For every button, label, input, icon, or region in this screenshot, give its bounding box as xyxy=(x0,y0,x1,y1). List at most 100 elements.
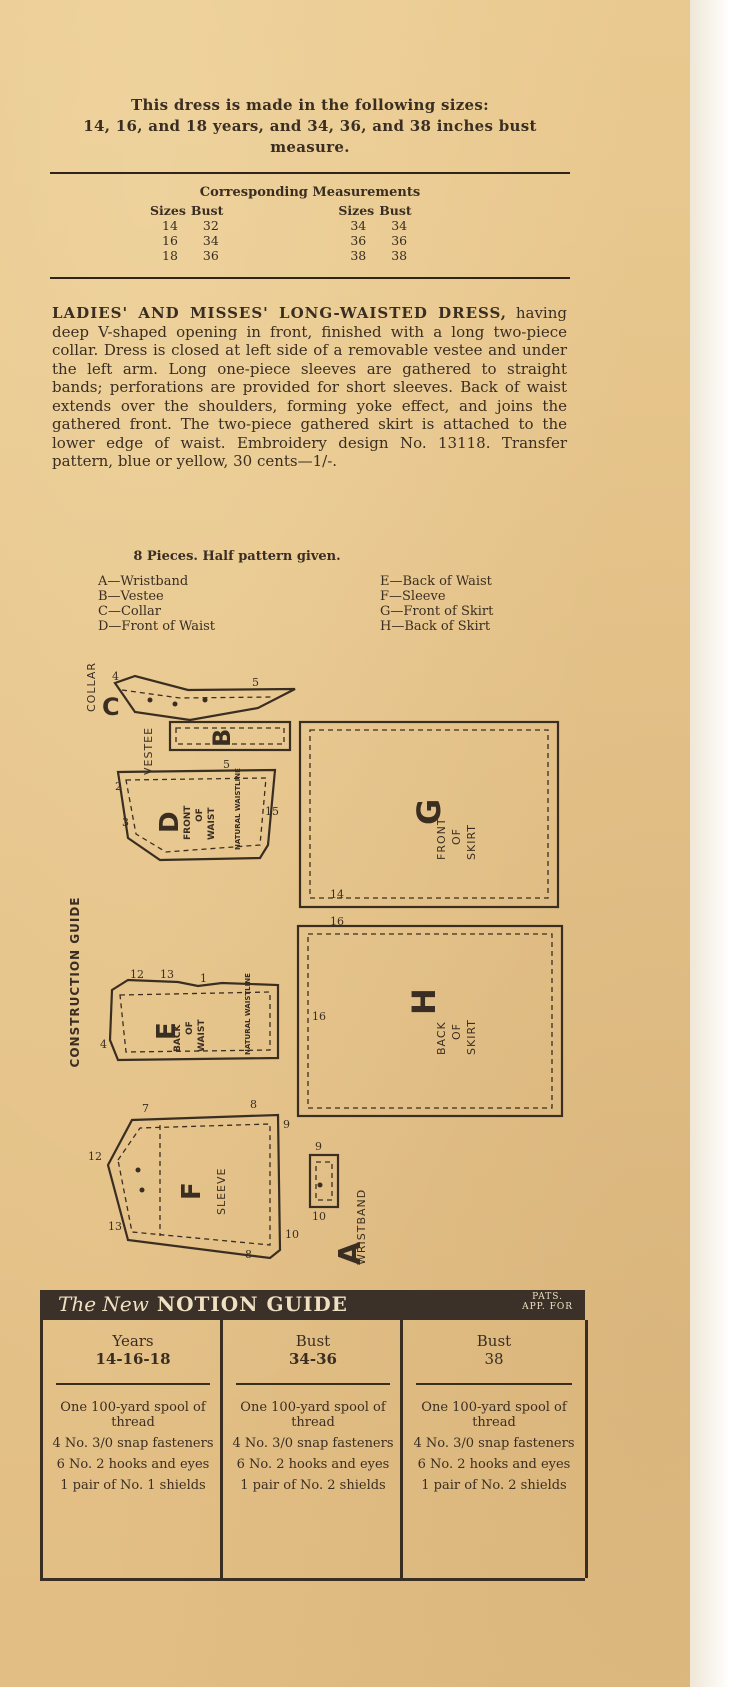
back-skirt-name-2: OF xyxy=(450,1023,463,1040)
front-waist-name-1: FRONT xyxy=(183,805,193,840)
front-waist-letter: D xyxy=(155,811,185,833)
piece-item: A—Wristband xyxy=(98,574,189,589)
front-skirt-name-1: FRONT xyxy=(435,817,448,860)
column-heading: Bust 34-36 xyxy=(223,1332,403,1368)
pats-line-1: PATS. xyxy=(532,1292,564,1302)
column-heading: Years 14-16-18 xyxy=(43,1332,223,1368)
notion-column-bust-34-36: Bust 34-36 One 100-yard spool of thread … xyxy=(220,1320,403,1578)
column-rule xyxy=(236,1383,390,1385)
notch-number: 5 xyxy=(252,676,259,689)
notch-number: 9 xyxy=(283,1118,290,1131)
description-lead: LADIES' AND MISSES' LONG-WAISTED DRESS, xyxy=(52,304,508,322)
notch-number: 12 xyxy=(130,968,144,981)
column-heading-2: 38 xyxy=(484,1350,504,1368)
piece-item: F—Sleeve xyxy=(380,589,446,604)
size-cell: 36 xyxy=(350,233,367,248)
column-rule xyxy=(416,1383,572,1385)
col-bust-left: Bust xyxy=(190,203,224,218)
notch-number: 7 xyxy=(142,1102,149,1115)
notch-number: 13 xyxy=(108,1220,122,1233)
column-heading-2: 34-36 xyxy=(289,1350,337,1368)
vestee-letter: B xyxy=(208,729,236,747)
notion-item: 4 No. 3/0 snap fasteners xyxy=(232,1436,394,1451)
notion-item: 4 No. 3/0 snap fasteners xyxy=(413,1436,575,1451)
col-bust-right: Bust xyxy=(379,203,412,218)
wristband-name: WRISTBAND xyxy=(355,1189,368,1265)
back-waist-name-1: BACK xyxy=(173,1024,183,1052)
notion-item: 4 No. 3/0 snap fasteners xyxy=(52,1436,214,1451)
divider-bottom xyxy=(50,277,570,279)
notion-column-bust-38: Bust 38 One 100-yard spool of thread 4 N… xyxy=(400,1320,588,1578)
sizes-heading: This dress is made in the following size… xyxy=(40,95,580,158)
patents-applied-note: PATS. APP. FOR xyxy=(522,1292,573,1312)
notch-number: 4 xyxy=(100,1038,107,1051)
column-items: One 100-yard spool of thread 4 No. 3/0 s… xyxy=(403,1400,585,1499)
notion-column-years: Years 14-16-18 One 100-yard spool of thr… xyxy=(40,1320,223,1578)
column-items: One 100-yard spool of thread 4 No. 3/0 s… xyxy=(43,1400,223,1499)
pieces-list-right: E—Back of Waist F—Sleeve G—Front of Skir… xyxy=(380,574,493,634)
vestee-name: VESTEE xyxy=(142,727,155,775)
notion-guide-header: The New NOTION GUIDE PATS. APP. FOR xyxy=(40,1290,585,1320)
notch-number: 1 xyxy=(200,972,207,985)
front-waist-name-2: OF xyxy=(195,808,205,822)
back-skirt-name-1: BACK xyxy=(435,1021,448,1055)
back-waist-name-2: OF xyxy=(185,1021,195,1035)
notch-number: 10 xyxy=(285,1228,299,1241)
notch-number: 2 xyxy=(115,780,122,793)
col-sizes-right: Sizes xyxy=(338,203,375,218)
sizes-line-2: 14, 16, and 18 years, and 34, 36, and 38… xyxy=(83,117,537,135)
sleeve-name: SLEEVE xyxy=(215,1168,228,1216)
back-waist-waistline: NATURAL WAISTLINE xyxy=(244,973,252,1055)
bust-cell: 34 xyxy=(391,218,408,233)
front-waist-name-3: WAIST xyxy=(207,807,217,840)
front-skirt-letter: G xyxy=(410,799,448,825)
size-cell: 14 xyxy=(162,218,178,233)
sizes-line-3: measure. xyxy=(270,138,350,156)
torn-edge xyxy=(690,0,730,1687)
vestee-piece xyxy=(168,720,292,752)
back-skirt-piece xyxy=(296,924,564,1118)
notch-number: 16 xyxy=(312,1010,326,1023)
collar-piece xyxy=(113,674,296,722)
bust-cell: 36 xyxy=(391,233,408,248)
bust-cell: 38 xyxy=(391,248,408,263)
sleeve-letter: F xyxy=(177,1182,207,1200)
sleeve-piece xyxy=(106,1113,282,1260)
notch-number: 8 xyxy=(245,1248,252,1261)
notch-number: 5 xyxy=(223,758,230,771)
piece-item: E—Back of Waist xyxy=(380,574,492,589)
notch-number: 3 xyxy=(122,816,129,829)
bust-cell: 32 xyxy=(202,218,219,233)
notch-number: 14 xyxy=(330,888,344,901)
back-waist-name-3: WAIST xyxy=(197,1019,207,1052)
notch-number: 13 xyxy=(160,968,174,981)
piece-item: G—Front of Skirt xyxy=(380,604,494,619)
size-cell: 18 xyxy=(162,248,178,263)
notion-guide-title-italic: The New xyxy=(58,1292,149,1316)
notion-item: One 100-yard spool of thread xyxy=(240,1400,386,1430)
front-skirt-name-3: SKIRT xyxy=(465,824,478,860)
column-items: One 100-yard spool of thread 4 No. 3/0 s… xyxy=(223,1400,403,1499)
piece-item: C—Collar xyxy=(98,604,162,619)
measurements-title: Corresponding Measurements xyxy=(199,185,421,200)
notion-item: 1 pair of No. 2 shields xyxy=(240,1478,386,1493)
column-rule xyxy=(56,1383,210,1385)
piece-item: B—Vestee xyxy=(98,589,164,604)
size-cell: 38 xyxy=(350,248,367,263)
front-waist-piece xyxy=(116,768,277,862)
notion-guide-table: The New NOTION GUIDE PATS. APP. FOR Year… xyxy=(40,1290,588,1581)
piece-item: D—Front of Waist xyxy=(98,619,216,634)
front-waist-waistline: NATURAL WAISTLINE xyxy=(234,768,242,850)
notion-item: 6 No. 2 hooks and eyes xyxy=(56,1457,210,1472)
column-heading-2: 14-16-18 xyxy=(95,1350,171,1368)
back-skirt-letter: H xyxy=(405,988,443,1015)
pieces-list-left: A—Wristband B—Vestee C—Collar D—Front of… xyxy=(98,574,215,634)
front-skirt-piece xyxy=(298,720,560,909)
table-bottom-border xyxy=(40,1578,585,1581)
measurements-table: Sizes Bust Sizes Bust 14 32 34 34 16 34 … xyxy=(150,203,417,263)
bust-cell: 34 xyxy=(202,233,219,248)
column-heading-1: Bust xyxy=(295,1332,331,1350)
notch-number: 12 xyxy=(88,1150,102,1163)
